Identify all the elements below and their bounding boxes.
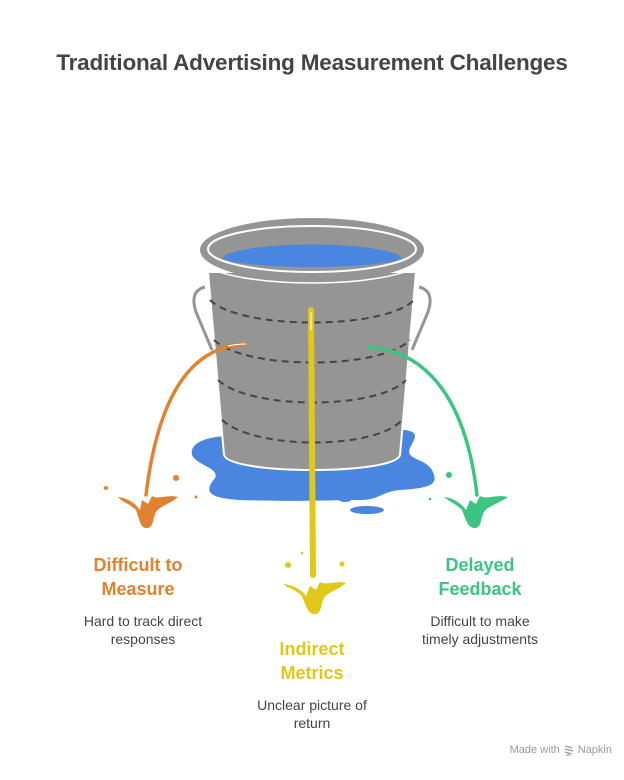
bucket-handle-right [410,285,432,351]
bucket-handle-left [192,285,214,351]
bucket-rim-inner [207,225,417,273]
water-drop [339,498,351,502]
page-title: Traditional Advertising Measurement Chal… [56,50,568,75]
napkin-brand-text: Napkin [577,744,612,756]
made-with-napkin-footer[interactable]: Made with Napkin [510,744,612,756]
yellow-splash-icon [283,551,346,615]
made-with-text: Made with [509,744,560,756]
water-surface [222,244,402,267]
green-stream [366,345,479,497]
item-desc-difficult-to-measure: Hard to track direct responses [83,613,203,647]
item-title-delayed-feedback: Delayed Feedback [438,555,522,599]
bucket-ring [209,299,415,324]
yellow-stream [308,307,316,578]
water-drop [350,506,384,514]
napkin-logo-icon [564,744,573,756]
item-desc-delayed-feedback: Difficult to make timely adjustments [422,613,538,647]
item-title-indirect-metrics: Indirect Metrics [279,639,345,683]
item-desc-indirect-metrics: Unclear picture of return [257,697,367,731]
bucket-rim-lower [199,261,425,284]
orange-splash-icon [104,475,198,529]
green-splash-icon [428,472,508,529]
orange-stream [144,342,248,497]
item-title-difficult-to-measure: Difficult to Measure [93,555,183,599]
